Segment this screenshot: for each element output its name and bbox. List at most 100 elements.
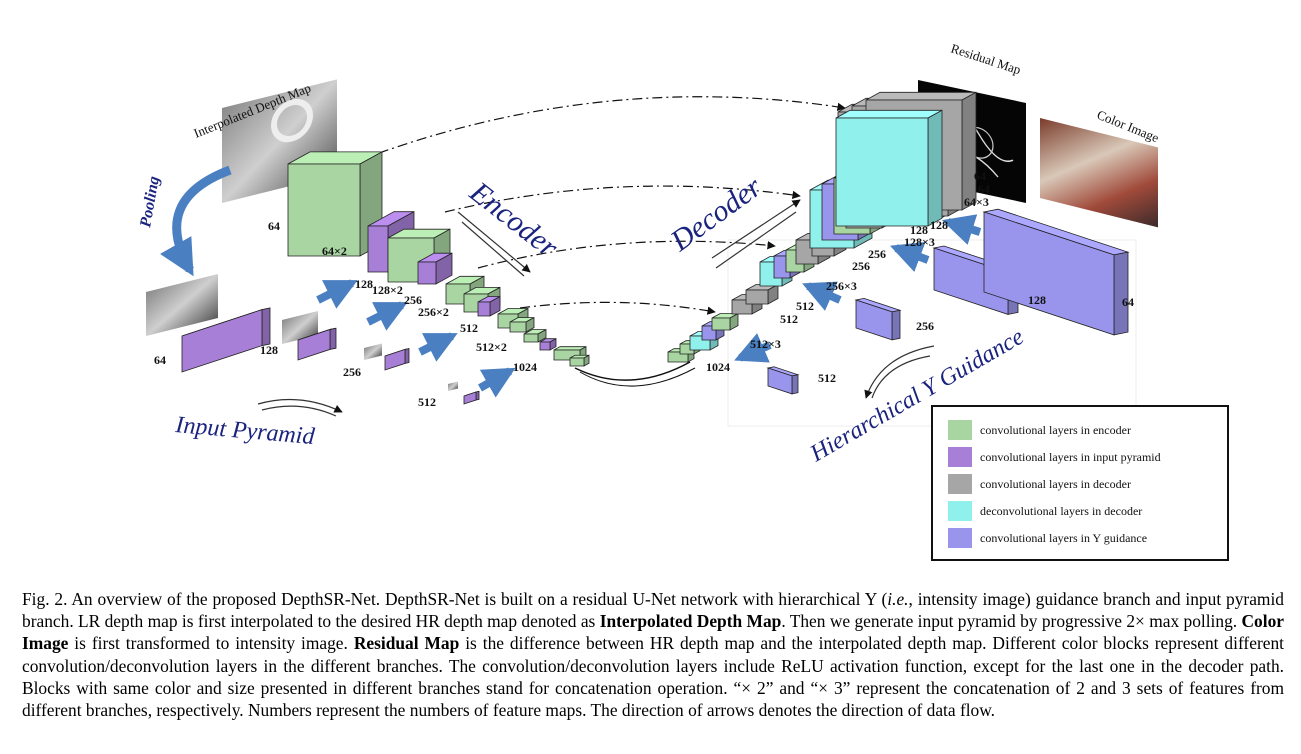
pyramid-block-64-front <box>181 309 263 373</box>
caption-bold-interpolated: Interpolated Depth Map <box>599 611 782 632</box>
yguide-block-512-side <box>791 374 799 395</box>
encoder-concat-block-512 <box>477 295 501 317</box>
decoder-concat-512 <box>711 312 739 331</box>
flow-arrow-y128 <box>890 242 930 272</box>
label-dec-256x3: 256×3 <box>826 279 857 293</box>
label-y-64: 64 <box>1122 295 1134 309</box>
label-enc-256: 256 <box>404 293 422 307</box>
pyramid-block-512-side <box>475 390 480 401</box>
label-dec-512a: 512 <box>796 299 814 313</box>
label-dec-1024: 1024 <box>706 360 730 374</box>
pooled-image-3 <box>364 343 382 360</box>
label-y-512: 512 <box>818 371 836 385</box>
encoder-block-1024a <box>523 328 547 343</box>
encoder-block-64-front <box>287 163 361 257</box>
flow-arrow-128 <box>316 279 358 309</box>
pyramid-block-64 <box>181 307 271 373</box>
encoder-block-64 <box>287 151 383 257</box>
encoder-block-1024a-front <box>523 333 539 343</box>
legend-box <box>931 405 1229 561</box>
encoder-direction-arrow <box>457 211 531 273</box>
encoder-block-1024c <box>569 354 590 367</box>
yguide-block-256 <box>854 297 902 341</box>
pyramid-direction-arrow <box>257 398 343 413</box>
architecture-diagram: Interpolated Depth Map Residual Map Colo… <box>137 41 1229 561</box>
legend: convolutional layers in encoder convoluti… <box>931 405 1229 561</box>
yguide-block-512-front <box>767 367 793 395</box>
encoder-block-512b <box>509 316 535 333</box>
decoder-title: Decoder <box>664 170 768 258</box>
pyramid-block-128 <box>297 327 337 361</box>
skip-connections <box>359 96 846 315</box>
encoder-block-1024c-front <box>569 357 585 367</box>
label-pyr-512: 512 <box>418 395 436 409</box>
decoder-blocks <box>667 91 1130 395</box>
label-enc-128: 128 <box>355 277 373 291</box>
caption-bold-color: Color Image <box>22 611 1284 654</box>
yguide-block-512 <box>766 366 800 395</box>
yguide-block-64-side <box>1113 251 1129 336</box>
label-y-256: 256 <box>916 319 934 333</box>
figure-caption: Fig. 2. An overview of the proposed Dept… <box>22 588 1284 721</box>
residual-title: Residual Map <box>949 41 1023 78</box>
label-enc-512: 512 <box>460 321 478 335</box>
skip-64 <box>359 96 846 161</box>
label-dec-128a: 128 <box>910 223 928 237</box>
caption-part-4: is first transformed to intensity image. <box>68 633 354 654</box>
encoder-block-512b-front <box>509 321 527 333</box>
label-dec-64a: 64 <box>974 169 986 183</box>
label-y-128: 128 <box>1028 293 1046 307</box>
flow-arrow-512 <box>418 332 458 362</box>
label-dec-256b: 256 <box>852 259 870 273</box>
caption-ie: i.e. <box>887 589 909 609</box>
encoder-title: Encoder <box>463 175 564 264</box>
caption-part-5: is the difference between HR depth map a… <box>22 633 1284 721</box>
guidance-direction-arrow <box>864 345 935 399</box>
caption-bold-residual: Residual Map <box>353 633 460 654</box>
diagram-canvas: Interpolated Depth Map Residual Map Colo… <box>137 41 1229 561</box>
pyramid-block-64-side <box>261 307 271 347</box>
label-dec-128b: 128 <box>930 218 948 232</box>
flow-arrows <box>316 214 982 398</box>
decoder-deconv-64 <box>835 109 943 227</box>
legend-label-0: convolutional layers in encoder <box>980 423 1131 437</box>
input-pyramid-title: Input Pyramid <box>173 412 316 450</box>
flow-arrow-y64 <box>941 214 982 245</box>
caption-part-3: . Then we generate input pyramid by prog… <box>781 611 1242 632</box>
yguide-block-64-front <box>983 211 1115 336</box>
label-dec-64x3: 64×3 <box>964 195 989 209</box>
label-dec-64b: 64 <box>978 182 990 196</box>
encoder-blocks <box>181 151 590 405</box>
caption-part-2: , intensity image) guidance branch and i… <box>22 589 1284 632</box>
decoder-deconv-64-front <box>835 117 929 227</box>
pooling-arrow <box>160 165 232 277</box>
feature-labels: 64 64×2 128 128×2 256 256×2 512 512×2 10… <box>154 169 1134 409</box>
decoder-conv-512b-front <box>745 289 769 305</box>
pooled-image-1 <box>146 274 218 336</box>
legend-label-1: convolutional layers in input pyramid <box>980 450 1161 464</box>
yguide-block-256-front <box>855 299 893 341</box>
direction-arrows <box>257 199 935 417</box>
legend-swatch-1 <box>948 447 972 467</box>
decoder-deconv-64-side <box>927 109 943 227</box>
pyramid-block-256 <box>384 348 410 371</box>
pyramid-block-512-front <box>463 391 477 405</box>
skip-128 <box>444 185 801 213</box>
skip-256 <box>477 240 776 269</box>
pyramid-block-128-front <box>297 328 331 361</box>
yguide-block-128-front <box>933 247 1009 315</box>
label-enc-64x2: 64×2 <box>322 244 347 258</box>
legend-items: convolutional layers in encoder convoluti… <box>948 420 1161 548</box>
label-pyr-128: 128 <box>260 343 278 357</box>
decoder-conv-64c-side <box>961 91 977 211</box>
encoder-concat-block-1024 <box>539 338 557 351</box>
pyramid-block-512 <box>463 390 480 405</box>
label-enc-256x2: 256×2 <box>418 305 449 319</box>
flow-arrow-256 <box>366 301 408 331</box>
label-dec-512x3: 512×3 <box>750 337 781 351</box>
encoder-concat-block-1024-front <box>539 341 551 351</box>
legend-label-4: convolutional layers in Y guidance <box>980 531 1147 545</box>
legend-label-3: deconvolutional layers in decoder <box>980 504 1142 518</box>
label-dec-256a: 256 <box>868 247 886 261</box>
color-image <box>1040 118 1158 228</box>
